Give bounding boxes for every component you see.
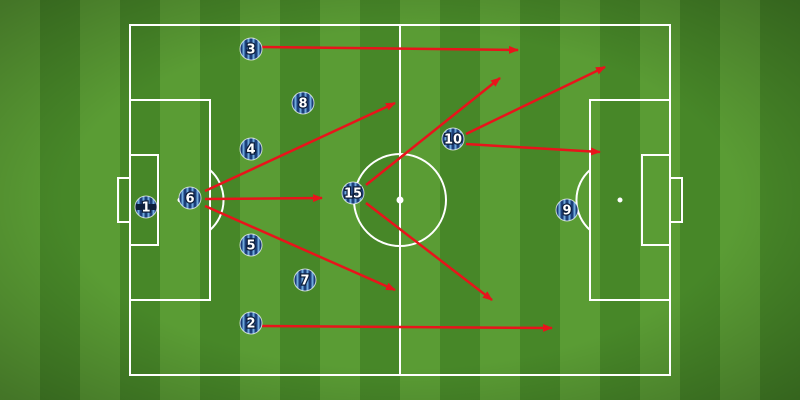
kit-stripes xyxy=(556,199,578,221)
player-6[interactable]: 6 xyxy=(178,186,202,210)
pass-arrow-from-15 xyxy=(365,77,501,186)
pass-arrow-from-6 xyxy=(204,101,396,193)
player-10[interactable]: 10 xyxy=(441,127,465,151)
player-number: 5 xyxy=(246,239,255,254)
player-number: 4 xyxy=(246,143,255,158)
kit-stripes xyxy=(442,128,464,150)
pass-arrow-from-10 xyxy=(465,142,601,156)
player-8[interactable]: 8 xyxy=(291,91,315,115)
kit-stripes xyxy=(240,38,262,60)
kit-stripes xyxy=(342,182,364,204)
right-penalty-spot xyxy=(617,197,623,203)
player-number: 7 xyxy=(300,274,309,289)
pass-arrows xyxy=(204,45,606,332)
centre-spot xyxy=(396,196,404,204)
player-number: 8 xyxy=(298,97,307,112)
player-number: 1 xyxy=(141,201,150,216)
pass-arrow-from-10 xyxy=(465,65,606,136)
player-number: 2 xyxy=(246,317,255,332)
player-number: 10 xyxy=(444,133,462,148)
kit-stripes xyxy=(240,138,262,160)
pass-arrow-from-6 xyxy=(204,194,323,203)
pass-arrow-from-6 xyxy=(204,204,396,292)
kit-stripes xyxy=(240,312,262,334)
player-15[interactable]: 15 xyxy=(341,181,365,205)
player-1[interactable]: 1 xyxy=(134,195,158,219)
player-2[interactable]: 2 xyxy=(239,311,263,335)
pass-arrow-from-15 xyxy=(365,202,493,301)
player-number: 15 xyxy=(344,187,362,202)
kit-stripes xyxy=(240,234,262,256)
kit-stripes xyxy=(292,92,314,114)
player-5[interactable]: 5 xyxy=(239,233,263,257)
right-goal xyxy=(669,177,683,223)
kit-stripes xyxy=(294,269,316,291)
player-3[interactable]: 3 xyxy=(239,37,263,61)
players: 1 2 3 4 5 6 7 8 9 10 15 xyxy=(134,37,579,335)
pass-arrow-from-2 xyxy=(261,323,553,332)
player-9[interactable]: 9 xyxy=(555,198,579,222)
player-number: 9 xyxy=(562,204,571,219)
right-penalty-arc xyxy=(575,169,591,231)
player-number: 3 xyxy=(246,43,255,58)
pass-arrow-from-3 xyxy=(261,45,519,54)
left-goal xyxy=(117,177,131,223)
player-number: 6 xyxy=(185,192,194,207)
player-4[interactable]: 4 xyxy=(239,137,263,161)
kit-stripes xyxy=(135,196,157,218)
kit-stripes xyxy=(179,187,201,209)
player-7[interactable]: 7 xyxy=(293,268,317,292)
